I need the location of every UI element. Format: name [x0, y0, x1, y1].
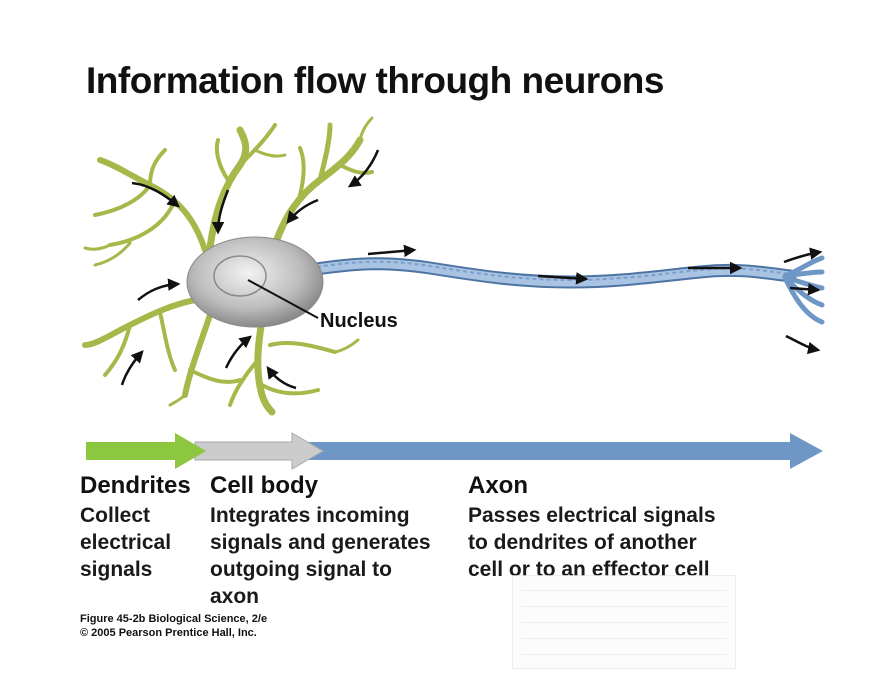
dendrites — [82, 116, 374, 416]
dendrites-section: Dendrites Collect electrical signals — [80, 472, 191, 583]
flow-bars — [86, 432, 823, 470]
signal-arrows — [120, 149, 823, 390]
cell-body-flow-bar — [194, 432, 324, 470]
axon-heading: Axon — [468, 472, 528, 499]
dendrites-heading: Dendrites — [80, 472, 191, 499]
figure-credit: Figure 45-2b Biological Science, 2/e © 2… — [80, 612, 267, 640]
faint-background-document — [512, 575, 736, 669]
diagram-title: Information flow through neurons — [86, 60, 665, 101]
cell-body-section: Cell body Integrates incoming signals an… — [210, 472, 431, 610]
dendrites-description: Collect electrical signals — [80, 504, 172, 581]
nucleus-label: Nucleus — [320, 310, 398, 332]
axon-section: Axon Passes electrical signals to dendri… — [468, 472, 716, 583]
credit-line-1: Figure 45-2b Biological Science, 2/e — [80, 613, 268, 625]
cell-body-description: Integrates incoming signals and generate… — [210, 504, 431, 608]
axon-description: Passes electrical signals to dendrites o… — [468, 504, 716, 581]
axon-flow-bar — [300, 433, 823, 469]
dendrite-flow-bar — [86, 433, 206, 469]
nucleus — [213, 255, 267, 297]
cell-body — [186, 236, 324, 328]
credit-line-2: © 2005 Pearson Prentice Hall, Inc. — [80, 627, 257, 639]
cell-body-heading: Cell body — [210, 472, 319, 499]
axon-shaft — [305, 259, 795, 287]
nucleus-pointer — [247, 279, 319, 319]
